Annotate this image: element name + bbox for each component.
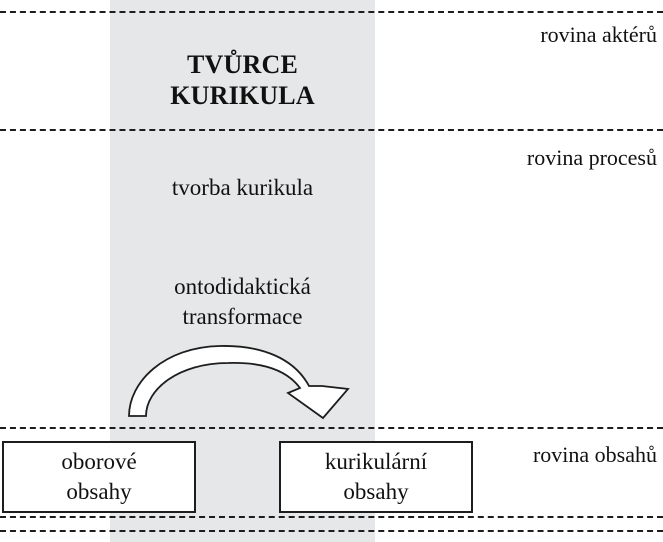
level-label-contents: rovina obsahů bbox=[532, 442, 657, 467]
ontodidactic-transformation-line-1: ontodidaktická bbox=[174, 274, 311, 299]
curricular-contents-label: kurikulární obsahy bbox=[325, 447, 427, 507]
actor-process-divider-line bbox=[0, 129, 663, 131]
curricular-contents-line-2: obsahy bbox=[343, 479, 409, 504]
curriculum-creation-process: tvorba kurikula bbox=[171, 175, 314, 200]
curriculum-creator-line-1: TVŮRCE bbox=[187, 50, 298, 79]
field-contents-line-1: oborové bbox=[61, 449, 137, 474]
curricular-contents-box: kurikulární obsahy bbox=[279, 441, 473, 513]
level-label-processes: rovina procesů bbox=[526, 145, 657, 170]
curved-arrow-icon bbox=[128, 345, 350, 420]
ontodidactic-transformation-line-2: transformace bbox=[182, 304, 303, 329]
field-contents-line-2: obsahy bbox=[66, 479, 132, 504]
level-label-actors: rovina aktérů bbox=[540, 22, 657, 47]
curriculum-creator-line-2: KURIKULA bbox=[170, 81, 315, 110]
curved-arrow-shape bbox=[128, 345, 350, 420]
bottom-double-line bbox=[0, 530, 663, 532]
field-contents-label: oborové obsahy bbox=[61, 447, 136, 507]
curricular-contents-line-1: kurikulární bbox=[324, 449, 428, 474]
ontodidactic-transformation-process: ontodidaktická transformace bbox=[110, 272, 375, 332]
field-contents-box: oborové obsahy bbox=[2, 441, 196, 513]
content-level-bottom-line bbox=[0, 516, 663, 518]
actor-level-top-line bbox=[0, 11, 663, 13]
curriculum-creator-title: TVŮRCE KURIKULA bbox=[110, 49, 375, 111]
process-content-divider-line bbox=[0, 427, 663, 429]
